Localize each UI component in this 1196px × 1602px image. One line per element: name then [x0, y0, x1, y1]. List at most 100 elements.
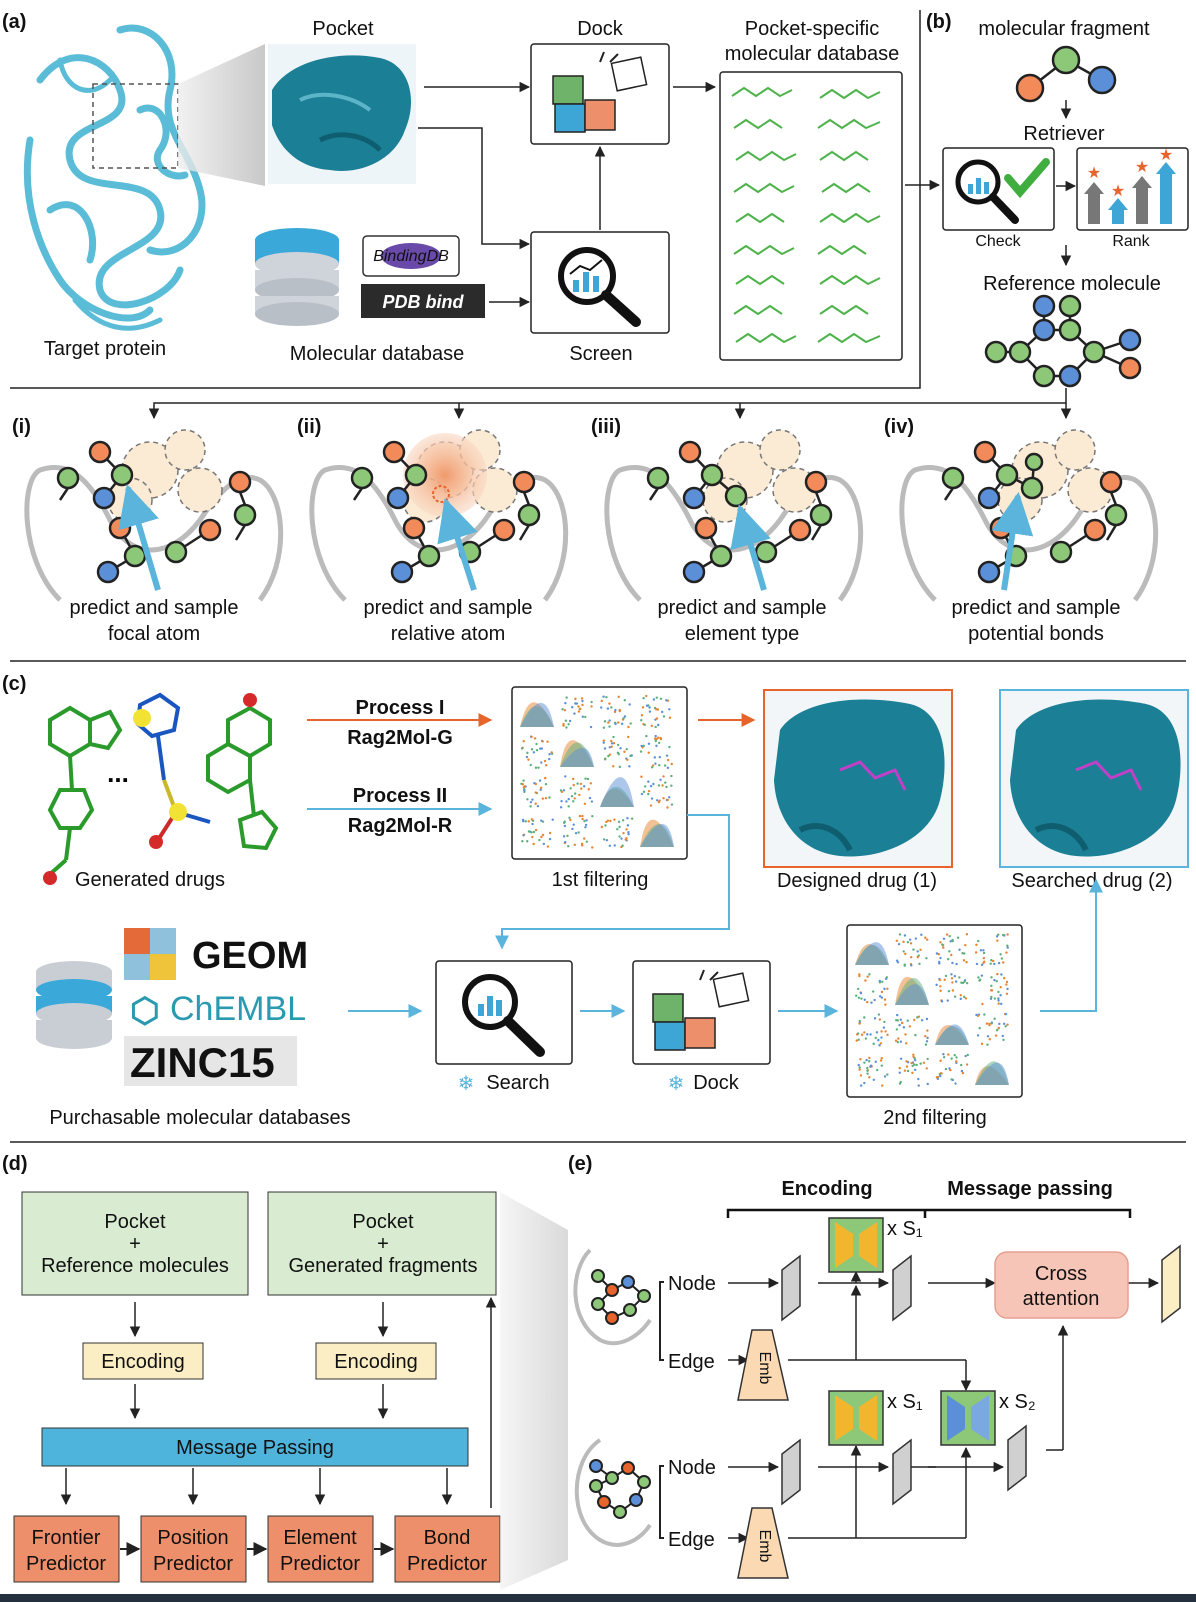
scatter-dot — [521, 783, 525, 786]
step-ii: (ii) predict and sample relative atom — [297, 416, 569, 645]
scatter-dot — [591, 846, 594, 849]
scatter-dot — [655, 744, 658, 748]
chembl-logo-text: ChEMBL — [170, 990, 306, 1028]
scatter-dot — [649, 804, 653, 807]
step-iii-text-2: element type — [685, 623, 800, 645]
scatter-dot — [585, 840, 589, 843]
scatter-dot — [522, 740, 525, 743]
scatter-dot — [979, 949, 983, 952]
scatter-dot — [668, 716, 672, 719]
scatter-dot — [564, 719, 568, 722]
box2-line2: + — [377, 1233, 389, 1255]
scatter-dot — [953, 1053, 956, 1057]
scatter-dot — [947, 1053, 950, 1056]
scatter-dot — [964, 997, 968, 1000]
scatter-dot — [876, 1068, 879, 1072]
scatter-dot — [650, 797, 654, 800]
pocket-fragments-box — [267, 1191, 497, 1296]
scatter-dot — [548, 831, 552, 835]
scatter-dot — [879, 1059, 883, 1062]
density-mark — [895, 984, 929, 1005]
element-l1: Element — [283, 1527, 357, 1549]
scatter-dot — [906, 1069, 910, 1073]
scatter-dot — [874, 1036, 877, 1040]
scatter-dot — [665, 754, 669, 757]
pdbbind-logo — [361, 284, 485, 318]
scatter-dot — [939, 989, 942, 992]
arrow-filter1-to-search — [495, 814, 730, 950]
scatter-dot — [606, 707, 610, 710]
scatter-dot — [925, 1067, 928, 1070]
scatter-dot — [926, 1029, 929, 1032]
scatter-dot — [886, 1033, 889, 1037]
scatter-dot — [571, 706, 574, 709]
scatter-dot — [866, 975, 869, 978]
output-block — [1161, 1244, 1181, 1324]
scatter-dot — [910, 956, 913, 959]
scatter-dot — [990, 989, 994, 992]
scatter-dot — [857, 1063, 860, 1067]
upper-pocket-graph — [573, 1248, 652, 1346]
scatter-dot — [531, 835, 534, 839]
scatter-dot — [574, 831, 578, 835]
scatter-dot — [534, 766, 538, 769]
scatter-dot — [926, 1082, 929, 1086]
scatter-dot — [654, 762, 657, 765]
bottom-bar — [0, 1594, 1196, 1602]
step-iv: (iv) predict and sample potential bonds — [884, 416, 1159, 645]
search-label: Search — [486, 1072, 549, 1094]
heading-braces — [726, 1208, 1132, 1218]
scatter-dot — [980, 974, 984, 977]
panel-c-label: (c) — [2, 673, 26, 695]
scatter-dot — [989, 997, 993, 1000]
scatter-dot — [965, 933, 969, 936]
scatter-dot — [639, 750, 643, 753]
scatter-dot — [562, 724, 565, 727]
scatter-dot — [531, 822, 534, 826]
scatter-dot — [1000, 973, 1003, 976]
scatter-dot — [548, 796, 551, 799]
scatter-dot — [884, 1030, 887, 1033]
scatter-dot — [946, 999, 949, 1002]
step-iv-text-1: predict and sample — [952, 597, 1121, 619]
scatter-dot — [600, 825, 603, 829]
upper-emb-label: Emb — [756, 1352, 773, 1385]
scatter-dot — [863, 998, 866, 1001]
scatter-dot — [883, 987, 886, 991]
scatter-dot — [964, 1054, 967, 1058]
scatter-dot — [878, 1018, 882, 1021]
scatter-dot — [578, 793, 581, 797]
scatter-dot — [572, 823, 575, 826]
scatter-dot — [867, 1060, 871, 1063]
scatter-dot — [899, 1040, 903, 1043]
scatter-dot — [939, 956, 942, 960]
scatter-dot — [905, 1065, 909, 1068]
scatter-dot — [857, 996, 861, 999]
scatter-dot — [670, 803, 674, 806]
scatter-dot — [863, 1081, 866, 1085]
scatter-dot — [962, 952, 966, 955]
scatter-dot — [880, 996, 884, 999]
box2-line3: Generated fragments — [289, 1255, 478, 1277]
scatter-dot — [1001, 1034, 1004, 1038]
scatter-dot — [883, 1020, 886, 1024]
scatter-dot — [642, 744, 646, 747]
search-magnifier-icon — [462, 974, 545, 1057]
scatter-dot — [608, 719, 611, 722]
scatter-dot — [628, 703, 631, 706]
scatter-dot — [997, 999, 1000, 1002]
scatter-dot — [655, 799, 659, 802]
scatter-dot — [1006, 946, 1009, 949]
scatter-dot — [993, 1017, 996, 1020]
scatter-dot — [643, 785, 647, 788]
frontier-l2: Predictor — [26, 1553, 106, 1575]
scatter-dot — [530, 748, 534, 751]
scatter-dot — [868, 973, 871, 976]
scatter-dot — [610, 745, 613, 748]
scatter-dot — [950, 1078, 953, 1081]
divider-a-b — [10, 10, 921, 389]
scatter-dot — [873, 998, 876, 1002]
scatter-dot — [525, 755, 529, 759]
scatter-dot — [939, 1059, 942, 1062]
scatter-dot — [905, 1060, 908, 1063]
